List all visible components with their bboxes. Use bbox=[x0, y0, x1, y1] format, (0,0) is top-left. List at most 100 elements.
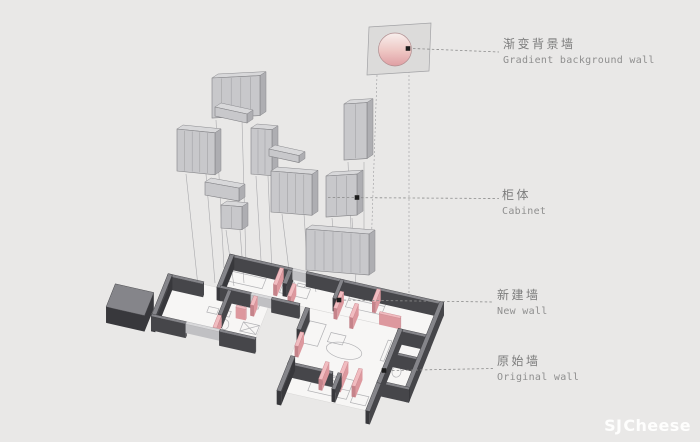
annotation-zh-label: 原始墙 bbox=[497, 354, 541, 368]
annotation-en-label: New wall bbox=[497, 306, 548, 317]
original-wall-segment-face bbox=[335, 373, 342, 403]
cabinet-side-face bbox=[214, 128, 222, 176]
annotation-zh-label: 渐变背景墙 bbox=[503, 37, 576, 51]
annotation-zh-label: 柜体 bbox=[502, 188, 532, 202]
new-wall-segment-face bbox=[349, 317, 354, 330]
logo-mark: SJ bbox=[604, 416, 623, 435]
new-wall-segment-face bbox=[400, 316, 402, 330]
new-wall-segment-face bbox=[235, 307, 246, 321]
original-wall-segment-face bbox=[276, 390, 282, 406]
original-wall-segment-face bbox=[332, 371, 334, 387]
annotation-zh-label: 新建墙 bbox=[497, 288, 541, 302]
furniture-ellipse bbox=[326, 341, 363, 360]
cabinet-box bbox=[214, 106, 248, 124]
original-wall-segment-face bbox=[286, 270, 293, 297]
cabinet-side-face bbox=[241, 202, 249, 231]
new-wall-segment-face bbox=[294, 345, 299, 358]
new-wall-segment-face bbox=[273, 284, 277, 297]
original-wall-segment-face bbox=[376, 382, 409, 403]
new-wall-segment-top bbox=[294, 331, 305, 347]
window-wall-segment-face bbox=[292, 270, 306, 283]
leader-dot bbox=[405, 46, 411, 51]
floor-plan-walls bbox=[105, 253, 445, 425]
original-wall-segment-face bbox=[151, 316, 186, 339]
new-wall-segment-face bbox=[351, 385, 356, 398]
annotation-original-wall: 原始墙 Original wall bbox=[497, 352, 579, 383]
original-wall-segment-top bbox=[296, 307, 310, 331]
logo-text: Cheese bbox=[623, 416, 691, 435]
original-wall-segment-top bbox=[282, 269, 293, 285]
drop-line bbox=[185, 173, 199, 287]
drop-line bbox=[255, 175, 263, 278]
new-wall-segment-top bbox=[318, 361, 330, 381]
new-wall-segment-face bbox=[298, 332, 304, 358]
gradient-wall-panel bbox=[366, 22, 432, 76]
leader-line bbox=[338, 299, 494, 303]
annotation-en-label: Original wall bbox=[497, 372, 580, 383]
original-wall-segment-face bbox=[167, 276, 204, 298]
cabinet-side-face bbox=[356, 169, 364, 216]
original-wall-segment-face bbox=[408, 302, 444, 403]
gradient-circle bbox=[378, 32, 412, 67]
original-wall-segment-top bbox=[217, 289, 232, 316]
annotation-gradient-background-wall: 渐变背景墙 Gradient background wall bbox=[503, 35, 655, 66]
original-wall-segment-face bbox=[144, 292, 154, 332]
original-wall-segment-face bbox=[282, 283, 287, 297]
window-wall-segment-face bbox=[185, 324, 220, 341]
new-wall-segment-face bbox=[250, 304, 254, 317]
furniture-outline bbox=[296, 282, 307, 289]
original-wall-segment-face bbox=[203, 281, 204, 298]
furniture-line bbox=[239, 325, 260, 332]
original-wall-segment-top bbox=[276, 355, 296, 392]
original-wall-segment-top bbox=[332, 278, 345, 300]
leader-line bbox=[412, 48, 500, 53]
cabinet-side-face bbox=[259, 71, 267, 117]
original-wall-segment-face bbox=[219, 331, 256, 354]
cabinet-box bbox=[176, 128, 216, 176]
original-wall-segment-top bbox=[365, 382, 382, 412]
floating-cabinets bbox=[176, 71, 376, 276]
new-wall-segment-face bbox=[353, 304, 359, 330]
cabinet-side-face bbox=[366, 98, 374, 160]
leader-dot bbox=[381, 368, 387, 373]
new-wall-segment-face bbox=[245, 307, 247, 321]
new-wall-segment-face bbox=[318, 378, 323, 391]
original-wall-segment-top bbox=[271, 296, 301, 307]
leader-dot bbox=[354, 195, 360, 200]
cabinet-box bbox=[204, 181, 240, 202]
cabinet-box bbox=[305, 228, 370, 276]
new-wall-segment-top bbox=[378, 311, 402, 319]
new-wall-segment-top bbox=[273, 267, 284, 286]
new-wall-segment-top bbox=[235, 304, 247, 310]
new-wall-segment-face bbox=[372, 301, 376, 314]
original-wall-segment-face bbox=[408, 387, 410, 403]
original-wall-segment-face bbox=[331, 388, 336, 403]
new-wall-segment-face bbox=[340, 362, 349, 393]
furniture-line bbox=[232, 271, 267, 280]
new-wall-segment-face bbox=[322, 362, 330, 391]
original-wall-segment-face bbox=[299, 303, 301, 319]
studio-logo: SJCheese bbox=[604, 416, 691, 435]
original-wall-segment-face bbox=[365, 410, 370, 425]
drop-line bbox=[267, 175, 273, 274]
new-wall-segment-face bbox=[379, 313, 401, 330]
cabinet-box bbox=[268, 148, 300, 163]
new-wall-segment-top bbox=[349, 302, 359, 319]
new-wall-segment-top bbox=[287, 283, 297, 298]
furniture-outline bbox=[349, 392, 370, 407]
furniture-outline bbox=[326, 332, 347, 346]
original-wall-segment-face bbox=[381, 329, 403, 397]
new-wall-segment-face bbox=[277, 268, 284, 297]
new-wall-segment-face bbox=[333, 307, 338, 320]
annotation-en-label: Gradient background wall bbox=[503, 55, 655, 66]
cabinet-box bbox=[270, 170, 313, 216]
original-wall-segment-top bbox=[105, 283, 155, 316]
cabinet-side-face bbox=[311, 169, 319, 216]
original-wall-segment-top bbox=[218, 329, 257, 341]
furniture-outline bbox=[206, 306, 220, 315]
furniture-outline bbox=[300, 320, 327, 347]
original-wall-segment-face bbox=[106, 306, 145, 332]
original-wall-segment-face bbox=[281, 356, 296, 406]
new-wall-segment-face bbox=[254, 296, 258, 317]
